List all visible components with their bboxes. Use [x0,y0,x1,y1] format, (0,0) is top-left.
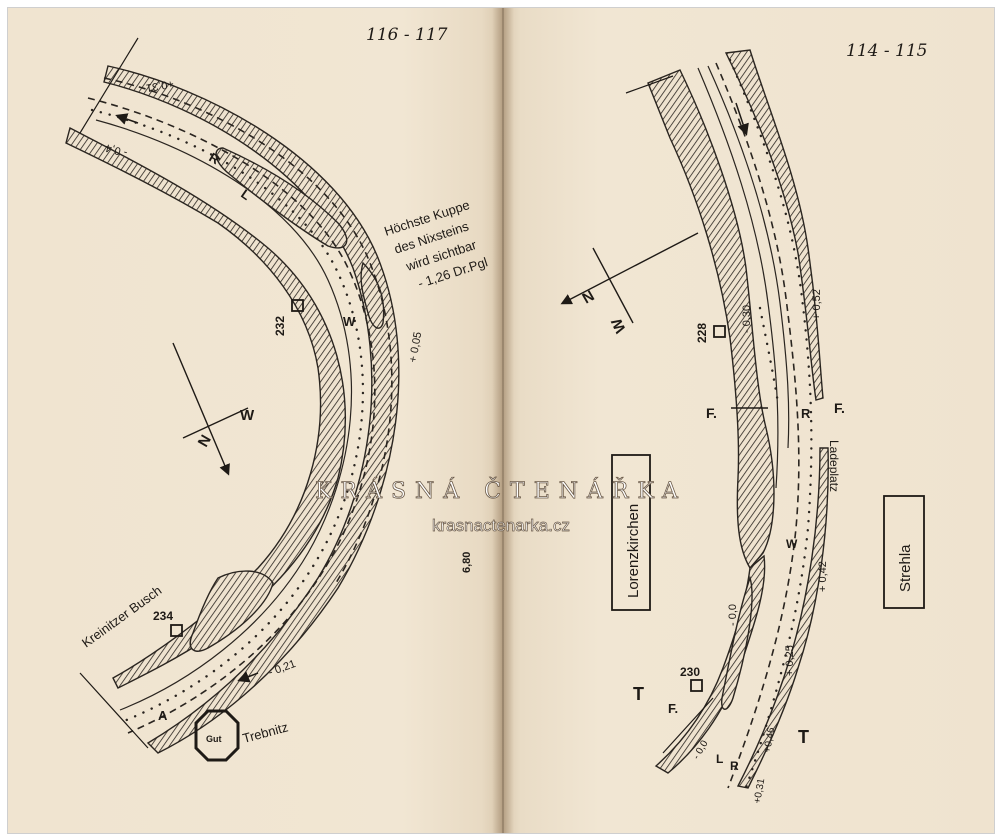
book-gutter [492,8,514,833]
right-gauge-8: +0,31 [752,777,767,804]
right-mark-f-3: F. [668,701,678,716]
left-spot-height-234: 234 [153,609,173,623]
right-spot-height-230: 230 [680,665,700,679]
right-east-bank [724,49,824,401]
left-spot-height-232: 232 [273,316,287,336]
place-ladeplatz: Ladeplatz [827,440,841,492]
left-inner-bank [65,126,347,689]
book-spread: 116 - 117 114 - 115 Höchste Kuppe des Ni… [7,7,995,834]
right-bank-line-2 [707,65,790,449]
left-fairway-line [87,97,376,734]
place-lorenzkirchen: Lorenzkirchen [625,504,642,598]
left-height-marker-234 [170,624,183,637]
left-gauge-1: +0,31 [145,77,175,94]
left-page-number: 116 - 117 [366,25,448,45]
right-height-marker-228 [713,325,726,338]
right-gauge-6: +0,46 [762,726,777,753]
left-flow-arrow-1 [115,113,139,125]
left-compass-north-arrow [172,342,230,476]
right-river-map [560,49,925,790]
right-gauge-4: - 0,0 [727,604,739,626]
right-compass-north-arrow [560,232,699,305]
right-compass-west: W [608,315,630,336]
left-compass-west-line [182,407,249,439]
right-map-edge-line [662,697,714,754]
left-compass-west: W [240,407,255,424]
lorenzkirchen-box [611,454,651,611]
right-gauge-3: + 0,42 [817,561,829,592]
right-gauge-1: - 0,30 [741,305,753,333]
right-flow-arrow-1 [735,102,749,136]
left-mark-a: A [158,708,168,723]
left-mark-w: W [343,314,356,329]
watermark-title: KRÁSNÁ ČTENÁŘKA [315,477,687,504]
right-east-bank-lower [736,447,829,789]
right-compass-west-line [592,247,634,324]
left-flow-arrow-2 [237,671,259,683]
left-mark-l: L [238,186,253,203]
right-spot-height-228: 228 [695,323,709,343]
left-shore-line [103,77,393,584]
left-outer-bank [103,65,400,754]
left-height-marker-232 [291,299,304,312]
right-gauge-5: + 0,25 [784,645,796,676]
left-river-map [65,37,400,762]
left-map-top-edge-line [79,37,139,134]
watermark-url: krasnactenarka.cz [432,516,570,535]
right-west-bank [647,69,775,570]
left-map-edge-line [79,672,149,749]
strehla-box [883,495,925,609]
left-lower-bar [189,570,274,652]
gut-badge-label: Gut [206,734,222,744]
place-kreinitzer-busch: Kreinitzer Busch [79,583,164,651]
left-gauge-3: + 0,05 [407,331,424,364]
right-mark-l: L [716,752,723,766]
right-island [720,575,753,710]
right-mark-r-1: R [801,406,811,421]
place-strehla: Strehla [897,544,914,592]
left-note: Höchste Kuppe des Nixsteins wird sichtba… [382,197,489,291]
right-page-number: 114 - 115 [846,41,927,61]
right-mark-f-1: F. [706,405,717,421]
left-gut-badge-outline [194,709,240,762]
right-map-top-edge-line [625,75,674,94]
left-gauge-2: - 0,4 [104,141,128,158]
left-island [215,147,348,249]
right-mark-w: W [786,537,798,551]
right-mark-t-1: T [633,684,644,704]
left-gauge-5: 6,80 [461,552,473,573]
right-mark-r-2: R [730,759,739,773]
right-fairway-line [715,62,800,789]
right-mark-t-2: T [798,727,809,747]
place-trebnitz: Trebnitz [241,719,290,746]
right-dotted-line-2 [758,306,780,405]
left-dotted-line [90,108,365,723]
right-compass-north: N [580,287,598,307]
right-dotted-line [728,58,813,790]
right-west-bank-lower [654,554,766,774]
right-mark-f-2: F. [834,400,845,416]
right-gauge-2: + 0,52 [811,289,823,320]
map-drawing: 116 - 117 114 - 115 Höchste Kuppe des Ni… [65,25,927,805]
right-bank-line-1 [697,67,779,489]
left-bank-line [95,119,353,711]
right-height-marker-230 [690,679,703,692]
